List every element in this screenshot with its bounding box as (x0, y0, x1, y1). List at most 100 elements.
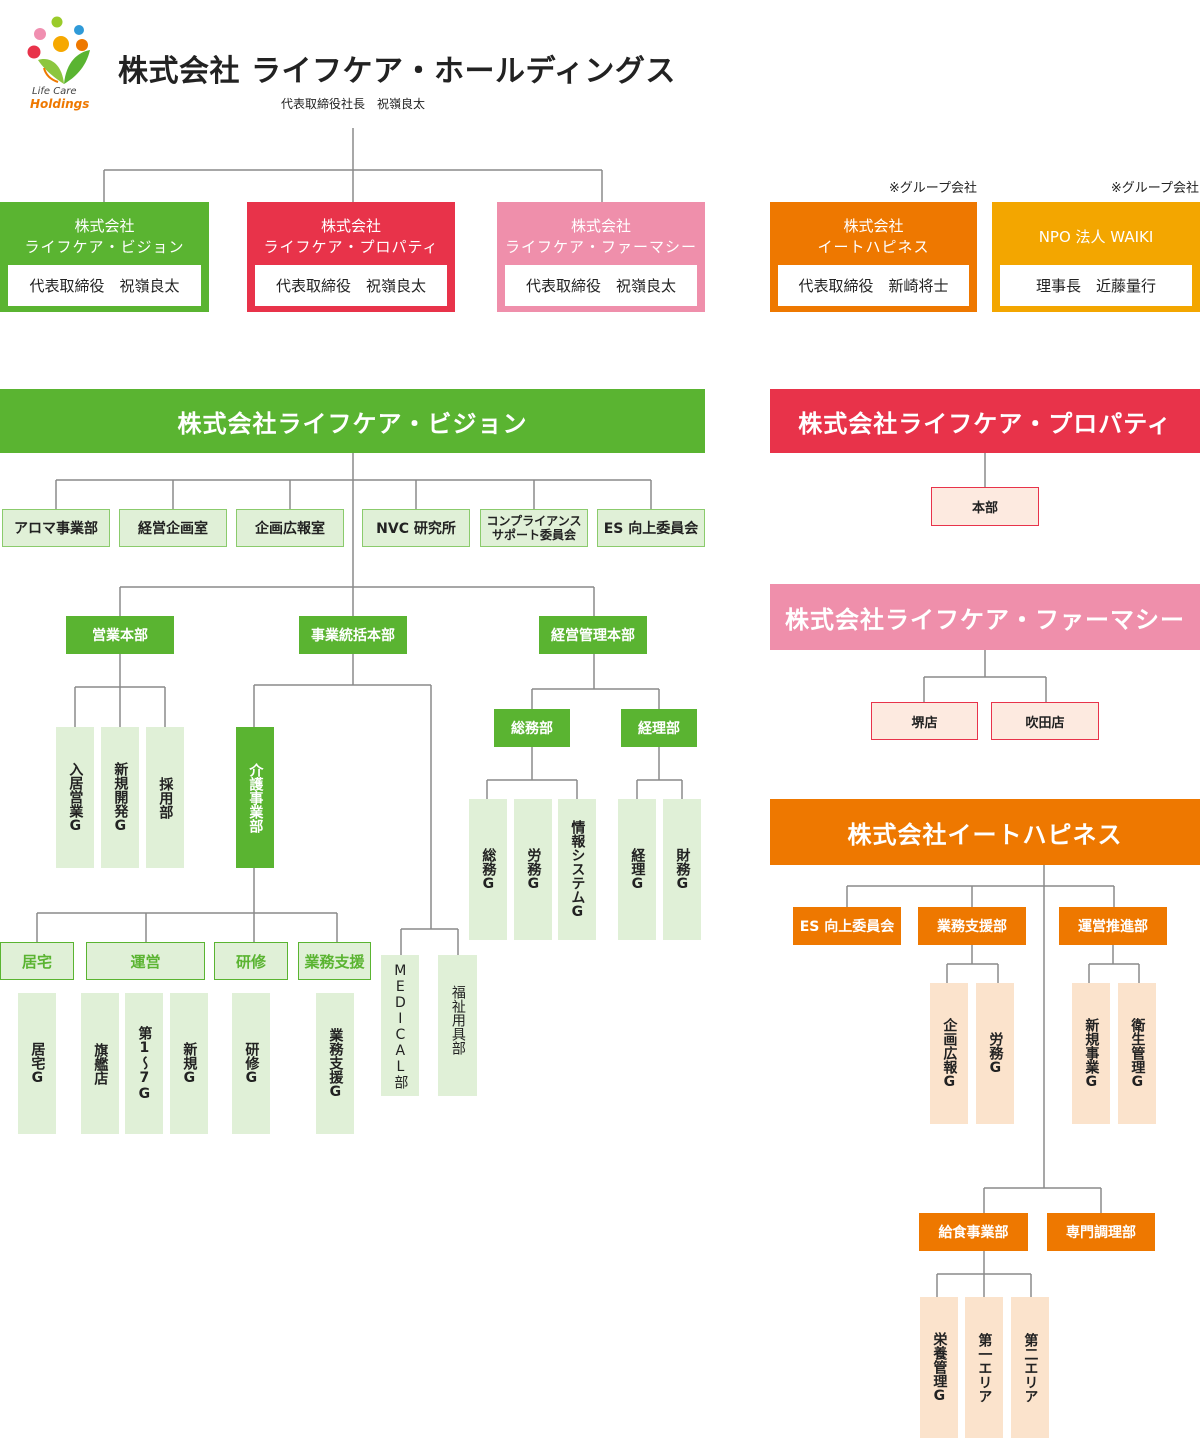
property-header: 株式会社ライフケア・プロパティ (770, 389, 1200, 453)
dept-medical: MEDICAL部 (381, 955, 419, 1096)
group-column: 情報システムG (558, 799, 596, 940)
subsidiary-vision-card: 株式会社 ライフケア・ビジョン 代表取締役 祝嶺良太 (0, 202, 209, 312)
logo-text-line2: Holdings (30, 97, 90, 111)
dept-corporate-planning: 経営企画室 (119, 509, 227, 547)
eat-happiness-header: 株式会社イートハピネス (770, 799, 1200, 865)
dept-pr-planning: 企画広報室 (236, 509, 344, 547)
dept-accounting: 経理部 (621, 709, 697, 747)
company-name: ライフケア・ファーマシー (504, 238, 697, 256)
group-label: 研修G (243, 1041, 260, 1086)
section-training: 研修 (214, 942, 288, 980)
representative: 理事長 近藤量行 (1000, 265, 1192, 306)
group-label: 財務G (674, 847, 691, 892)
group-column: 経理G (618, 799, 656, 940)
group-column: 入居営業G (56, 727, 94, 868)
group-column: 第一エリア (965, 1297, 1003, 1438)
company-name: イートハピネス (817, 238, 930, 256)
group-label: 旗艦店 (92, 1042, 109, 1085)
subsidiary-pharmacy-card: 株式会社 ライフケア・ファーマシー 代表取締役 祝嶺良太 (497, 202, 705, 312)
subsidiary-property-card: 株式会社 ライフケア・プロパティ 代表取締役 祝嶺良太 (247, 202, 455, 312)
president-name: 代表取締役社長 祝嶺良太 (280, 97, 425, 111)
group-company-note: ※グループ会社 (1110, 181, 1199, 196)
section-home-care: 居宅 (0, 942, 74, 980)
group-label: 採用部 (157, 776, 174, 819)
dept-es-committee: ES 向上委員会 (793, 907, 901, 945)
group-label: MEDICAL部 (392, 962, 409, 1089)
dept-es-committee: ES 向上委員会 (597, 509, 705, 547)
section-operation: 運営 (86, 942, 205, 980)
group-label: 新規開発G (112, 761, 129, 834)
group-eat-happiness-card: 株式会社 イートハピネス 代表取締役 新崎将士 (770, 202, 977, 312)
group-column: 労務G (976, 983, 1014, 1124)
group-column: 衛生管理G (1118, 983, 1156, 1124)
company-type: 株式会社 (570, 217, 631, 235)
group-column: 採用部 (146, 727, 184, 868)
group-column: 居宅G (18, 993, 56, 1134)
group-label: 業務支援G (327, 1027, 344, 1100)
representative: 代表取締役 祝嶺良太 (505, 265, 697, 306)
unit-headquarters: 本部 (931, 487, 1039, 526)
group-label: 労務G (987, 1031, 1004, 1076)
section-business-support: 業務支援 (298, 942, 371, 980)
group-label: 企画広報G (941, 1017, 958, 1090)
pharmacy-header: 株式会社ライフケア・ファーマシー (770, 584, 1200, 650)
group-column: 第二エリア (1011, 1297, 1049, 1438)
group-company-note: ※グループ会社 (888, 181, 977, 196)
company-type: 株式会社 (843, 217, 904, 235)
group-column: 新規開発G (101, 727, 139, 868)
company-type: 株式会社 (320, 217, 381, 235)
division-operations: 事業統括本部 (299, 616, 407, 654)
dept-welfare-equipment: 福祉用具部 (438, 955, 477, 1096)
logo-text-line1: Life Care (32, 86, 77, 97)
group-label: 新規G (181, 1041, 198, 1086)
group-column: 研修G (232, 993, 270, 1134)
division-sales: 営業本部 (66, 616, 174, 654)
group-column: 業務支援G (316, 993, 354, 1134)
group-label: 第二エリア (1022, 1332, 1039, 1403)
group-column: 新規事業G (1072, 983, 1110, 1124)
group-label: 栄養管理G (931, 1331, 948, 1404)
page-title: 株式会社 ライフケア・ホールディングス (118, 54, 676, 89)
group-label: 経理G (629, 847, 646, 892)
dept-aroma: アロマ事業部 (2, 509, 110, 547)
dept-general-affairs: 総務部 (494, 709, 570, 747)
store-sakai: 堺店 (871, 702, 978, 740)
group-label: 情報システムG (569, 819, 586, 920)
group-label: 居宅G (29, 1041, 46, 1086)
dept-specialty-cooking: 専門調理部 (1047, 1213, 1155, 1251)
group-column: 栄養管理G (920, 1297, 958, 1438)
dept-operations-promotion: 運営推進部 (1059, 907, 1167, 945)
group-column: 企画広報G (930, 983, 968, 1124)
group-column: 新規G (170, 993, 208, 1134)
company-name: ライフケア・ビジョン (24, 238, 185, 256)
group-column: 旗艦店 (81, 993, 119, 1134)
group-label: 新規事業G (1083, 1017, 1100, 1090)
group-label: 入居営業G (67, 761, 84, 834)
dept-nvc-lab: NVC 研究所 (362, 509, 470, 547)
group-label: 第1〜7G (136, 1025, 153, 1102)
dept-care-label: 介護事業部 (247, 762, 264, 833)
representative: 代表取締役 祝嶺良太 (255, 265, 447, 306)
group-label: 衛生管理G (1129, 1017, 1146, 1090)
dept-care: 介護事業部 (236, 727, 274, 868)
group-label: 福祉用具部 (449, 985, 466, 1055)
dept-business-support: 業務支援部 (918, 907, 1026, 945)
group-column: 総務G (469, 799, 507, 940)
division-management: 経営管理本部 (539, 616, 647, 654)
group-label: 第一エリア (976, 1332, 993, 1403)
dept-food-service: 給食事業部 (919, 1213, 1028, 1251)
group-column: 労務G (514, 799, 552, 940)
vision-header: 株式会社ライフケア・ビジョン (0, 389, 705, 453)
store-suita: 吹田店 (991, 702, 1099, 740)
company-name: ライフケア・プロパティ (263, 238, 439, 256)
group-label: 労務G (525, 847, 542, 892)
logo-mark-icon (27, 16, 90, 84)
company-logo: Life Care Holdings (24, 14, 96, 114)
representative: 代表取締役 祝嶺良太 (8, 265, 201, 306)
company-type: 株式会社 (74, 217, 135, 235)
group-column: 財務G (663, 799, 701, 940)
dept-compliance-committee: コンプライアンス サポート委員会 (480, 509, 588, 547)
company-name: NPO 法人 WAIKI (1038, 228, 1154, 246)
group-npo-waiki-card: NPO 法人 WAIKI 理事長 近藤量行 (992, 202, 1200, 312)
